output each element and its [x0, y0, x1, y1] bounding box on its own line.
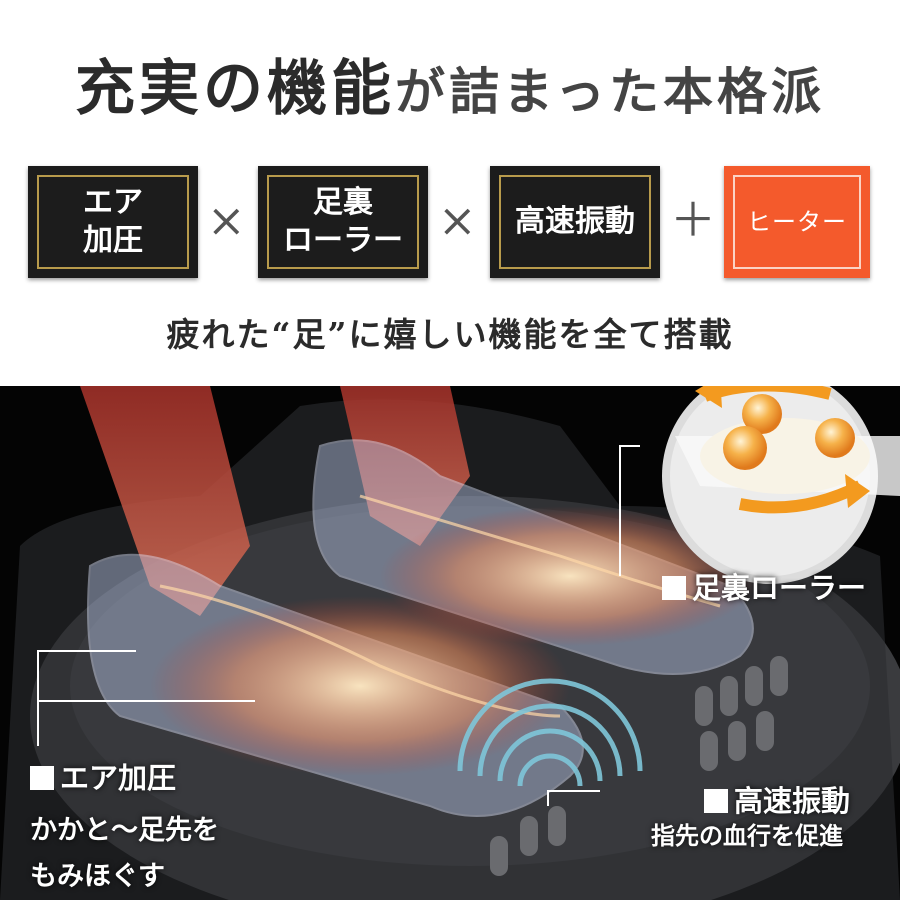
- square-bullet-icon: [662, 576, 686, 600]
- vibration-waves: [457, 678, 643, 787]
- feature-row: エア 加圧 × 足裏 ローラー × 高速振動 ＋ ヒーター: [0, 166, 900, 278]
- times-operator: ×: [438, 193, 477, 247]
- feature-label-foot-roller: 足裏 ローラー: [283, 185, 403, 258]
- square-bullet-icon: [30, 766, 54, 790]
- feature-label-air-pressure: エア 加圧: [83, 185, 143, 258]
- right-leg: [340, 386, 470, 546]
- times-operator: ×: [207, 193, 246, 247]
- feature-box-air-pressure: エア 加圧: [28, 166, 198, 278]
- callout-air-pressure-desc: かかと～足先を もみほぐす: [30, 815, 219, 892]
- roller-ball: [815, 418, 855, 458]
- feature-box-heater: ヒーター: [724, 166, 870, 278]
- feature-box-foot-roller: 足裏 ローラー: [258, 166, 428, 278]
- callout-foot-roller-title: 足裏ローラー: [692, 571, 867, 605]
- roller-magnifier: [662, 386, 900, 584]
- callout-foot-roller: 足裏ローラー: [662, 565, 866, 607]
- headline: 充実の機能が詰まった本格派: [0, 40, 900, 127]
- feature-box-vibration: 高速振動: [490, 166, 660, 278]
- feature-label-heater: ヒーター: [747, 208, 847, 236]
- headline-main: 充実の機能: [75, 54, 395, 124]
- roller-ball: [742, 394, 782, 434]
- roller-ball: [723, 426, 767, 470]
- callout-vibration-title: 高速振動: [734, 784, 851, 818]
- plus-operator: ＋: [670, 193, 716, 247]
- left-leg: [80, 386, 250, 616]
- subtitle: 疲れた“足”に嬉しい機能を全て搭載: [166, 315, 734, 354]
- right-foot: [380, 506, 760, 646]
- massage-nodes: [490, 656, 788, 876]
- square-bullet-icon: [704, 789, 728, 813]
- callout-air-pressure-title: エア加圧: [60, 761, 177, 795]
- headline-rest: が詰まった本格派: [395, 62, 825, 121]
- callout-vibration-desc: 指先の血行を促進: [651, 821, 843, 850]
- callout-lines: [37, 445, 640, 806]
- callout-air-pressure: エア加圧: [30, 755, 176, 797]
- feature-label-vibration: 高速振動: [515, 204, 635, 239]
- left-foot: [150, 596, 570, 776]
- callout-vibration: 高速振動: [704, 778, 850, 820]
